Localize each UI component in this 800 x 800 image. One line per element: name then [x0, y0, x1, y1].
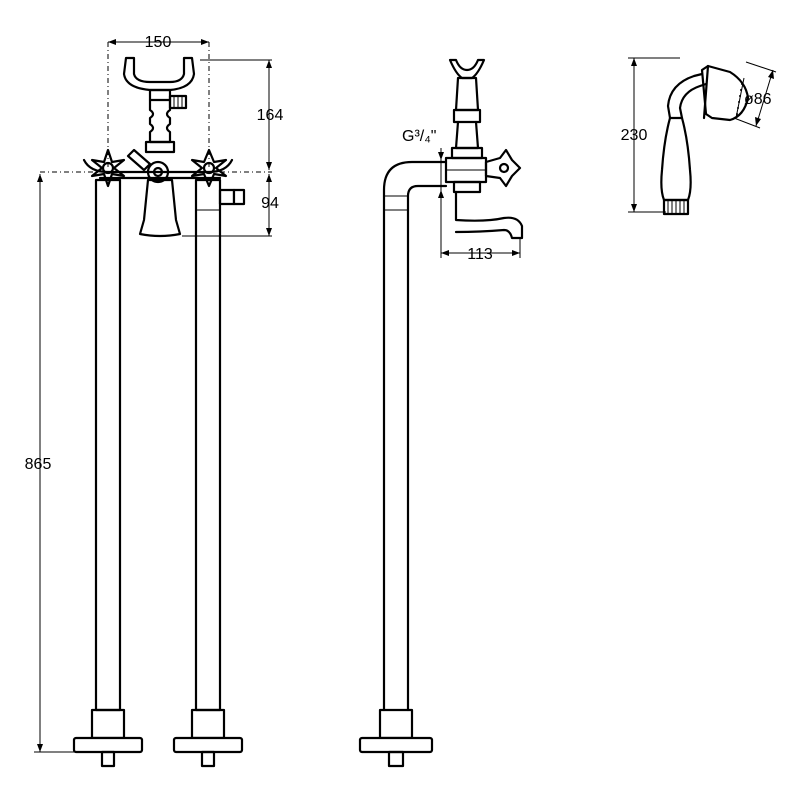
dim-shower-diameter: ø86 [733, 61, 777, 129]
side-view: G³/₄" 113 [358, 58, 524, 768]
dim-holder-height: 164 [257, 60, 284, 170]
shower-holder [122, 56, 196, 154]
dim-label-86: ø86 [744, 91, 772, 108]
dim-column-height: 865 [25, 174, 80, 753]
right-column [172, 178, 244, 768]
dim-label-164: 164 [257, 107, 284, 124]
dim-label-230: 230 [621, 127, 648, 144]
dim-label-94: 94 [261, 195, 279, 212]
dim-spout-drop: 94 [261, 174, 279, 236]
dim-label-thread: G³/₄" [402, 128, 436, 145]
mixer-body [82, 148, 246, 238]
dim-spout-reach: 113 [441, 238, 521, 263]
left-column [72, 178, 144, 768]
dim-label-113: 113 [467, 246, 493, 263]
shower-nozzles [736, 83, 743, 115]
front-view: 150 164 94 865 [25, 34, 284, 768]
dim-thread-size: G³/₄" [402, 128, 444, 258]
dim-shower-length: 230 [621, 57, 680, 213]
dim-label-150: 150 [145, 34, 172, 51]
hand-shower-view: 230 ø86 [621, 57, 777, 216]
dim-handle-span: 150 [108, 34, 209, 51]
dim-label-865: 865 [25, 456, 52, 473]
